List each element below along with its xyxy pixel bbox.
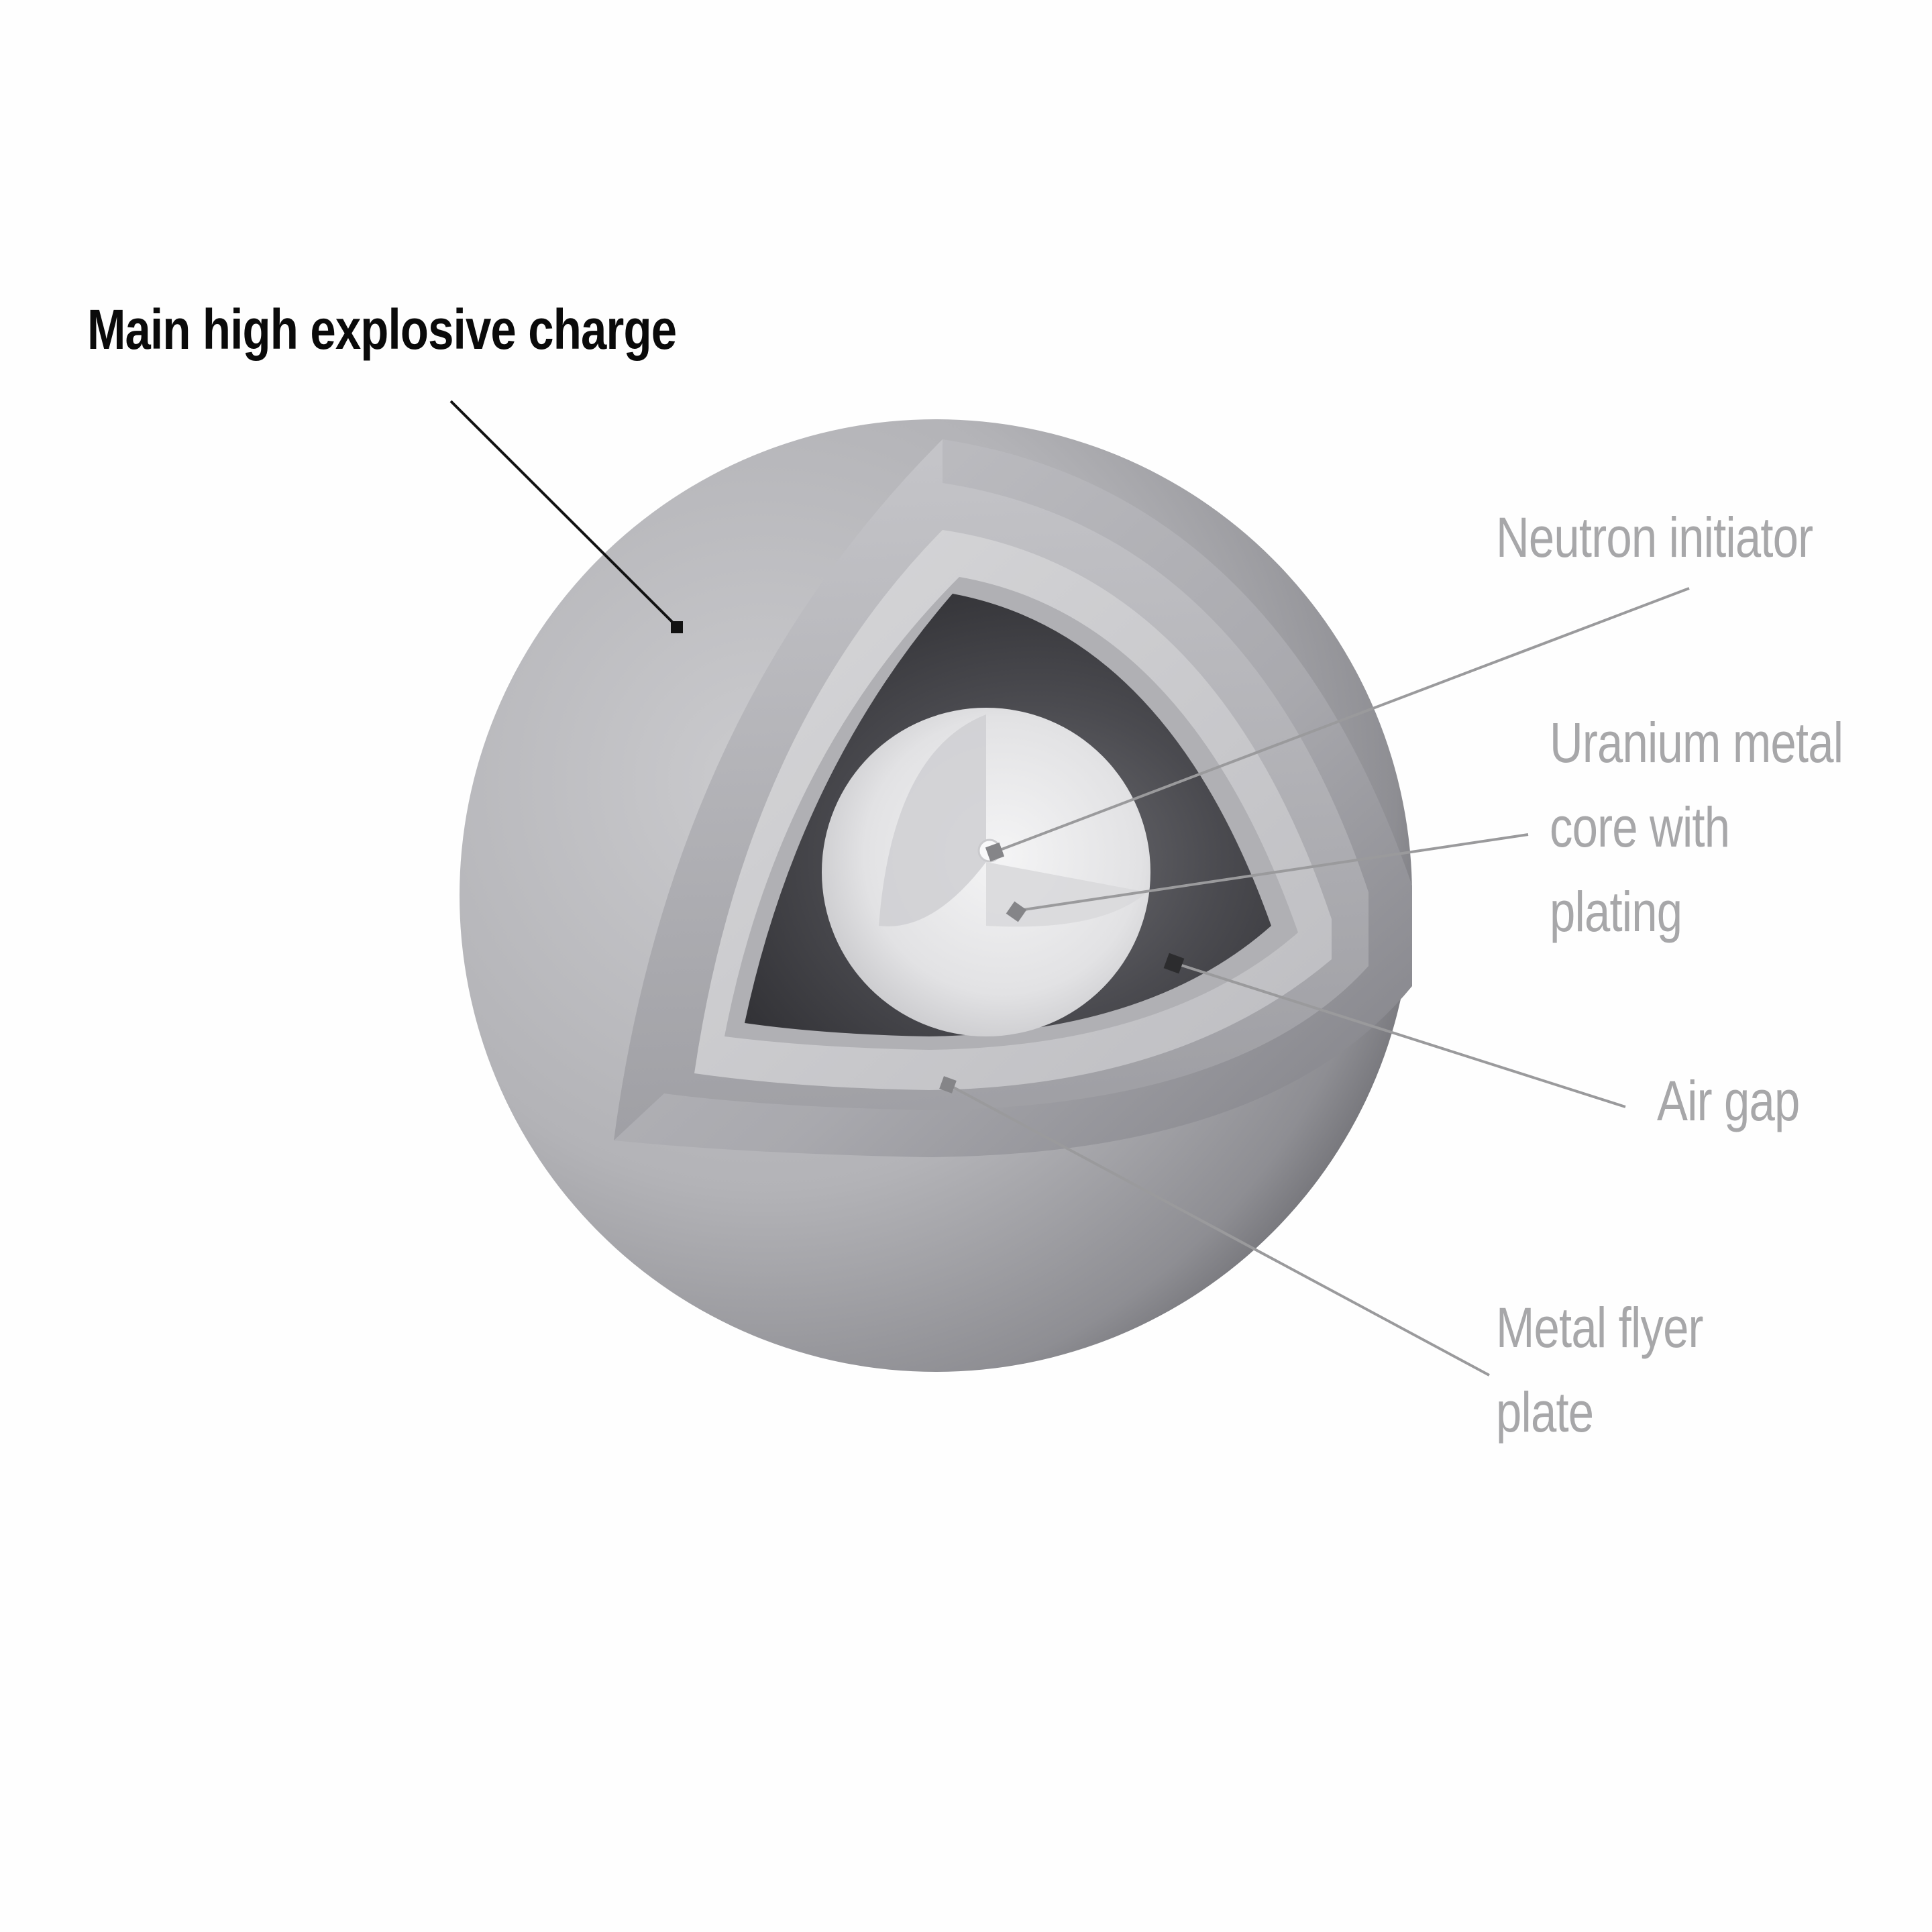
label-neutron-initiator: Neutron initiator [1496, 506, 1813, 569]
leader-lines [449, 400, 1690, 1377]
marker-main-charge [671, 621, 683, 633]
label-air-gap: Air gap [1657, 1069, 1800, 1132]
marker-air-gap [1163, 953, 1185, 974]
label-main-high-explosive-charge: Main high explosive charge [87, 298, 677, 361]
label-uranium-metal-core: Uranium metal core with plating [1550, 711, 1843, 943]
leader-air-gap [1175, 962, 1626, 1108]
leader-main-charge [449, 400, 679, 629]
leader-uranium-core [1019, 833, 1529, 912]
leader-flyer-plate [948, 1083, 1490, 1377]
leader-neutron-initiator [998, 587, 1690, 852]
marker-flyer-plate [939, 1076, 957, 1093]
marker-uranium-core [1006, 901, 1027, 922]
marker-neutron-initiator [985, 842, 1005, 862]
core-cutaway-wedge [879, 714, 986, 926]
label-metal-flyer-plate: Metal flyer plate [1496, 1296, 1703, 1444]
uranium-metal-core [822, 708, 1150, 1036]
